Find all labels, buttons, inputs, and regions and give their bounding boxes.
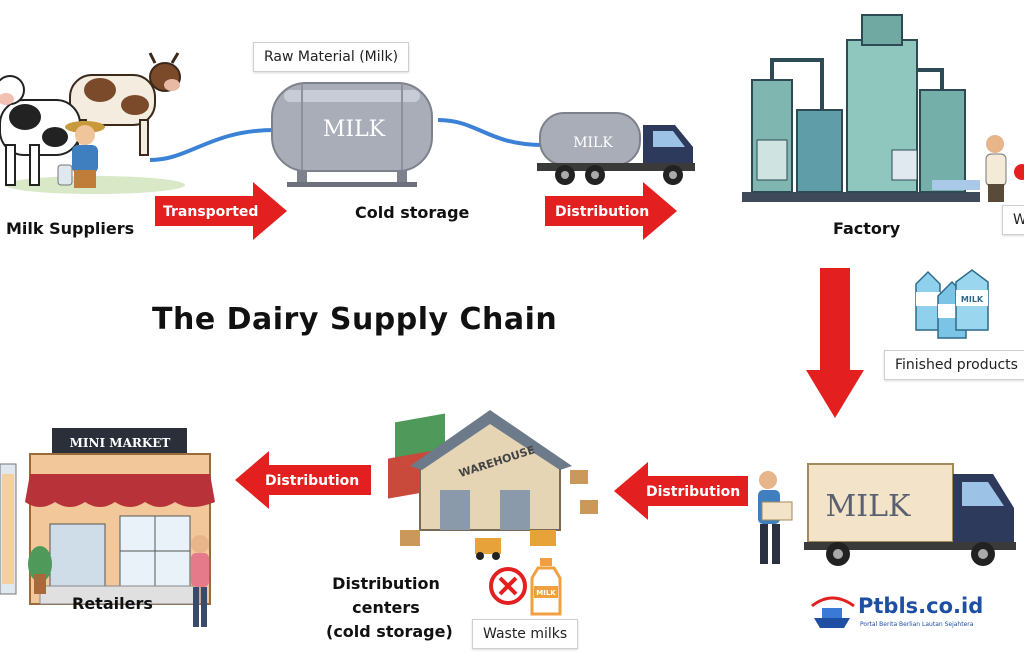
distribution-arrow-1-label: Distribution — [555, 204, 649, 220]
milk-tanker-truck-illustration: MILK — [537, 112, 695, 185]
worker-label-partial: W — [1002, 205, 1024, 235]
tank-milk-text: MILK — [323, 117, 386, 142]
ship-logo-icon — [811, 596, 855, 628]
distribution-arrow-2-label: Distribution — [646, 484, 740, 500]
mini-market-illustration: MINI MARKET — [0, 428, 215, 627]
factory-worker-icon — [985, 135, 1024, 202]
transported-arrow: Transported — [155, 182, 287, 240]
factory-label: Factory — [833, 219, 901, 238]
truck-milk-text: MILK — [826, 489, 911, 524]
waste-milk-icons: MILK — [489, 558, 562, 616]
mini-market-sign-text: MINI MARKET — [70, 436, 171, 450]
retailers-label: Retailers — [72, 594, 153, 613]
distribution-centers-line-3: (cold storage) — [326, 622, 453, 641]
carton-milk-text: MILK — [961, 295, 984, 304]
waste-milks-label: Waste milks — [472, 619, 579, 649]
milk-suppliers-label: Milk Suppliers — [6, 219, 135, 238]
warehouse-illustration: WAREHOUSE — [388, 410, 598, 560]
farmer-icon — [57, 121, 105, 188]
transported-arrow-label: Transported — [163, 204, 258, 220]
diagram-title: The Dairy Supply Chain — [152, 302, 558, 337]
milk-bottle-icon: MILK — [530, 558, 562, 616]
distribution-arrow-2: Distribution — [614, 462, 748, 520]
milk-suppliers-illustration — [0, 52, 185, 194]
factory-illustration — [742, 14, 980, 202]
pipe-to-tanker — [438, 118, 544, 147]
cold-storage-tank-illustration: MILK — [271, 82, 433, 187]
holstein-cow-icon — [0, 75, 81, 186]
distribution-centers-line-2: centers — [352, 598, 420, 617]
finished-products-label: Finished products — [884, 350, 1024, 380]
brown-cow-icon — [69, 52, 181, 156]
distribution-centers-line-1: Distribution — [332, 574, 440, 593]
bottle-milk-text: MILK — [536, 589, 556, 597]
distribution-arrow-3: Distribution — [235, 451, 371, 509]
milk-delivery-truck-illustration: MILK — [758, 463, 1016, 566]
pipe-to-tank — [150, 128, 276, 162]
down-arrow — [806, 268, 864, 418]
watermark-brand: Ptbls.co.id — [858, 594, 984, 618]
distribution-arrow-3-label: Distribution — [265, 473, 359, 489]
ptbls-watermark: Ptbls.co.id Portal Berita Berlian Lautan… — [810, 594, 1020, 634]
distribution-centers-label: Distribution centers (cold storage) — [326, 572, 453, 644]
watermark-tagline: Portal Berita Berlian Lautan Sejahtera — [860, 621, 974, 628]
raw-material-label: Raw Material (Milk) — [253, 42, 410, 72]
cold-storage-label: Cold storage — [355, 203, 470, 222]
milk-cartons-icon: MILK — [915, 269, 989, 339]
tanker-milk-text: MILK — [573, 135, 613, 151]
distribution-arrow-1: Distribution — [545, 182, 677, 240]
